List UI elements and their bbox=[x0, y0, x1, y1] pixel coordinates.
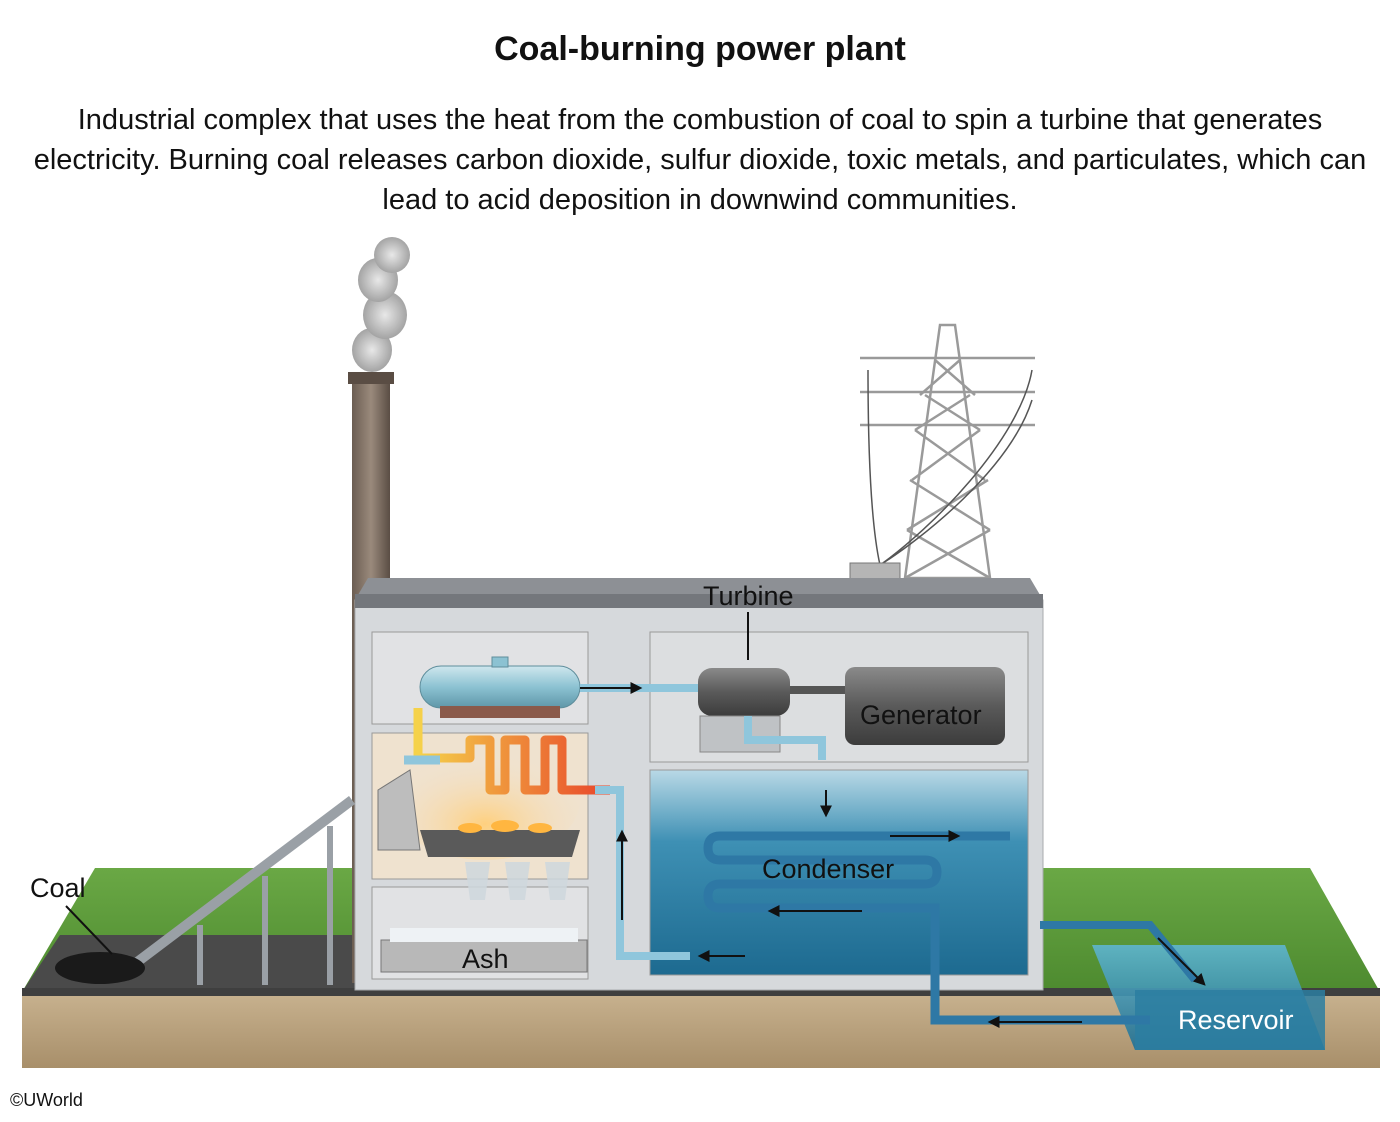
coal-conveyor bbox=[116, 796, 356, 985]
label-coal: Coal bbox=[30, 873, 86, 903]
boiler-tubes bbox=[413, 708, 610, 795]
label-ash: Ash bbox=[462, 944, 509, 974]
condenser-coil bbox=[703, 831, 1150, 1025]
copyright-credit: ©UWorld bbox=[10, 1090, 83, 1110]
label-reservoir: Reservoir bbox=[1178, 1005, 1294, 1035]
transmission-tower bbox=[860, 323, 1035, 580]
return-pipe bbox=[595, 786, 690, 960]
soil-layer bbox=[22, 992, 1380, 1068]
diagram-description: Industrial complex that uses the heat fr… bbox=[33, 104, 1367, 216]
label-turbine: Turbine bbox=[703, 581, 794, 611]
ash-chutes bbox=[465, 862, 570, 900]
coal-feeder bbox=[377, 769, 421, 851]
label-generator: Generator bbox=[860, 700, 982, 730]
condenser-room bbox=[649, 769, 1029, 976]
label-condenser: Condenser bbox=[762, 854, 895, 884]
exhaust-pipe bbox=[744, 716, 826, 760]
cooling-outflow bbox=[1040, 921, 1199, 983]
smoke-plume bbox=[352, 237, 410, 372]
boiler-drum bbox=[419, 665, 581, 709]
fire bbox=[458, 820, 552, 833]
diagram-title: Coal-burning power plant bbox=[494, 30, 906, 68]
coal-pile bbox=[55, 952, 145, 984]
turbine-body bbox=[698, 668, 790, 716]
generator-body bbox=[845, 667, 1005, 745]
furnace-grate bbox=[420, 830, 580, 857]
